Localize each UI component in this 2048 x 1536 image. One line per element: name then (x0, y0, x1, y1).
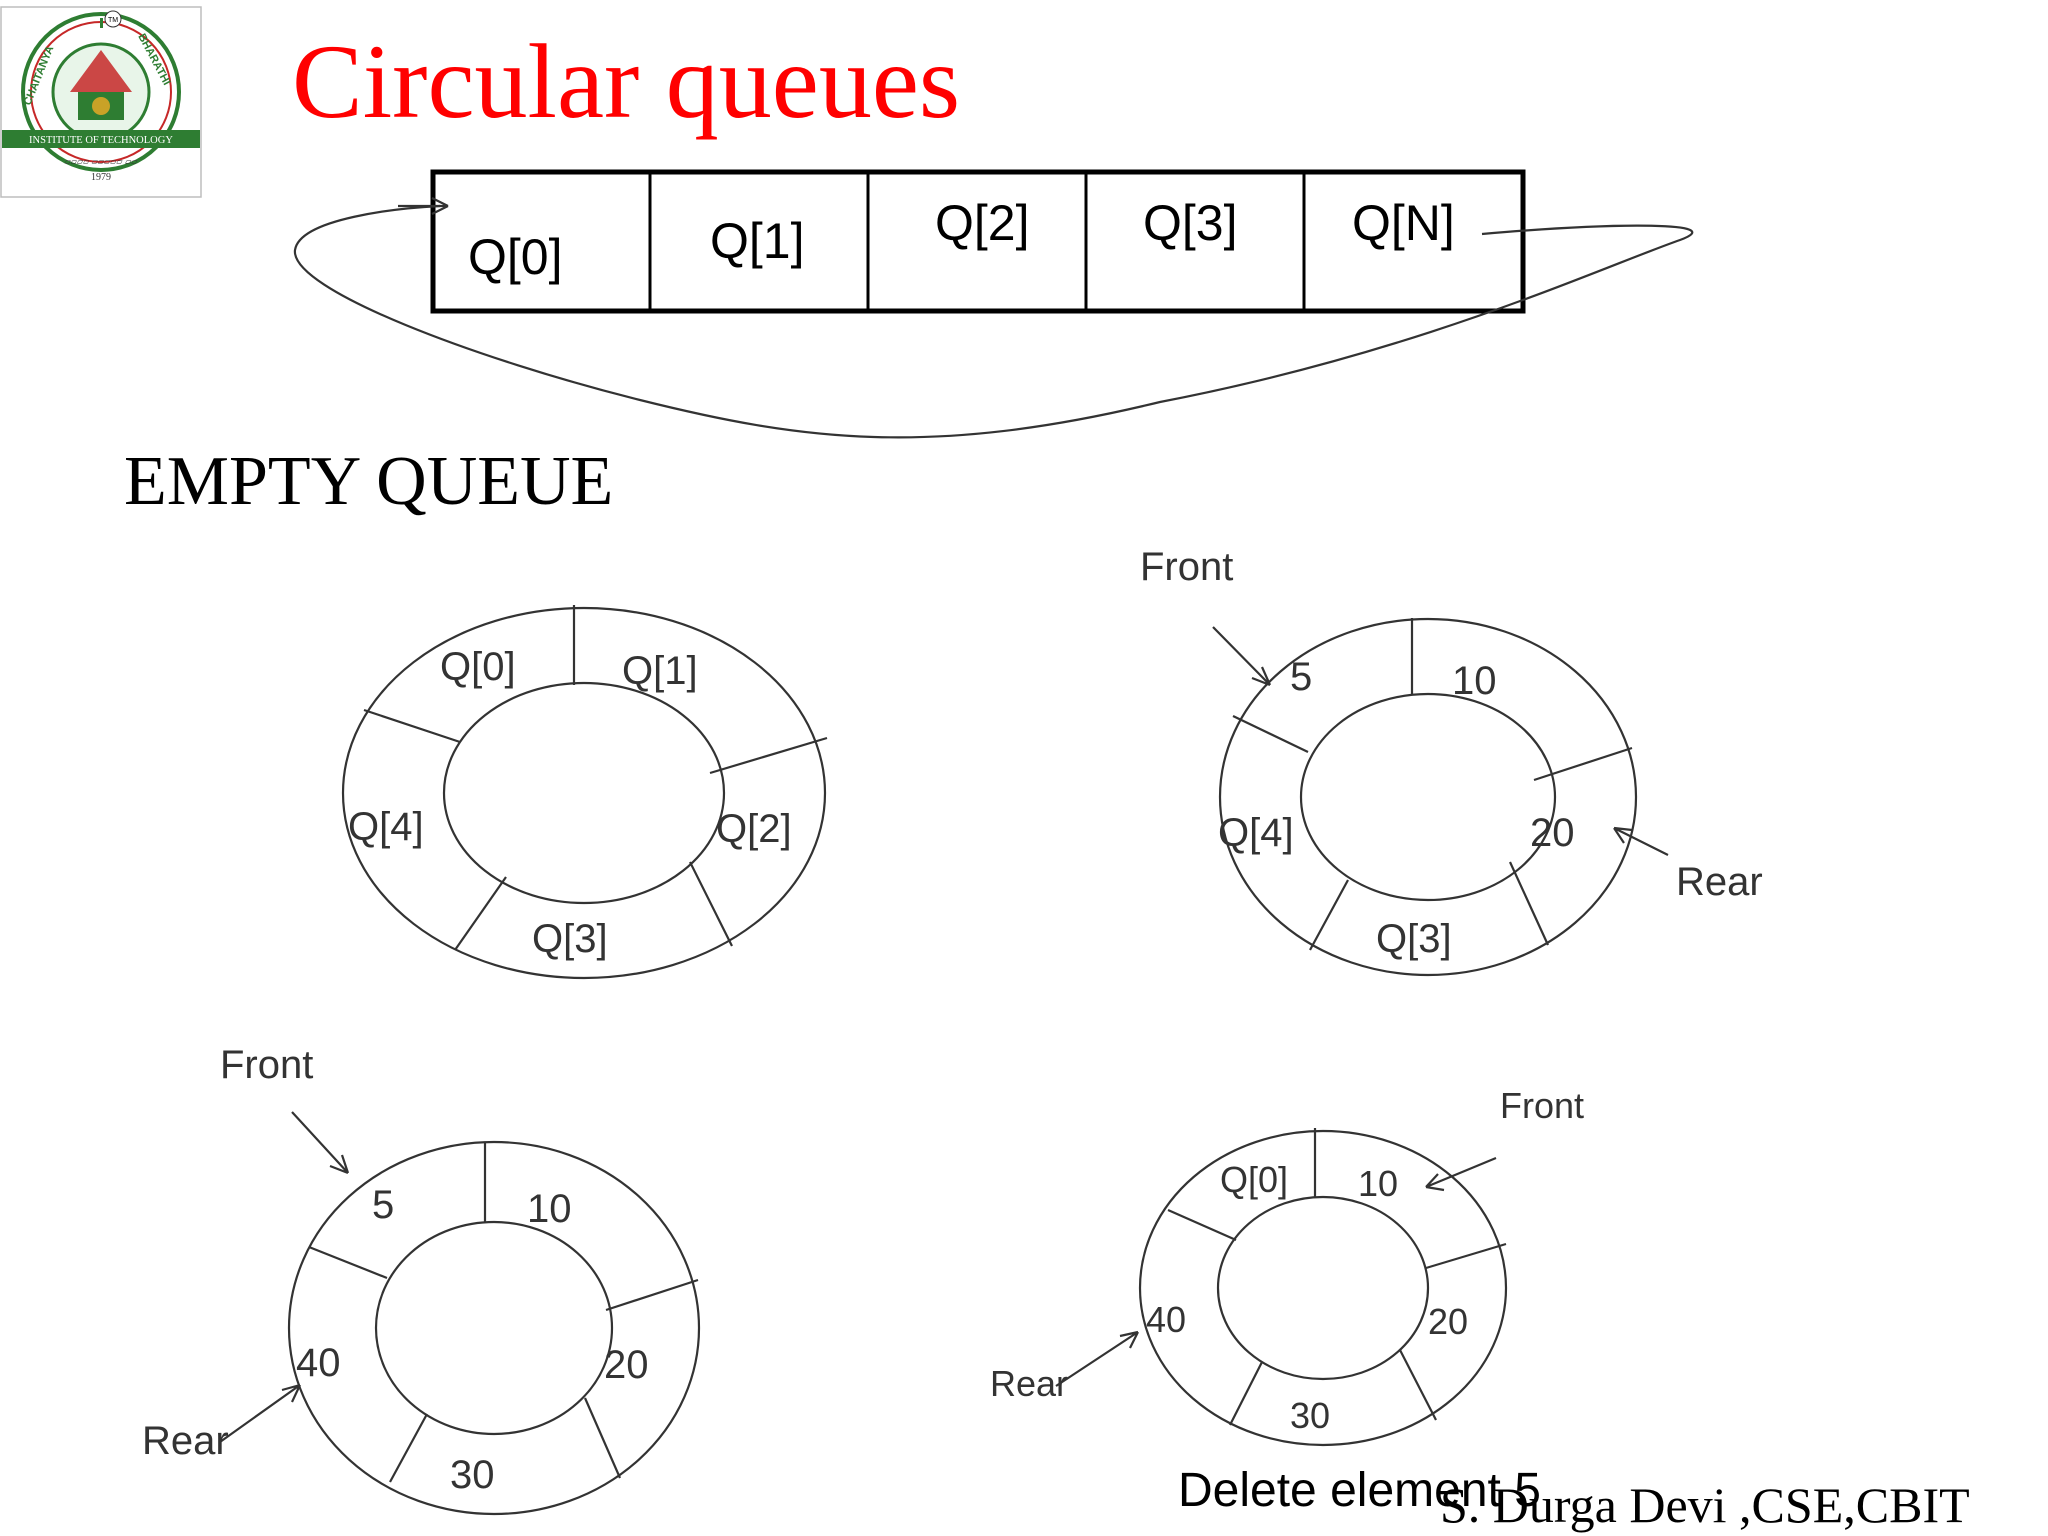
logo-script-line: ▱▱▱▱ ▱▱▱▱▱ ▱▱ (65, 157, 139, 166)
ring-slot-label: 20 (604, 1343, 649, 1387)
ring-slot-label: 10 (527, 1187, 572, 1231)
array-diagram: Q[0] Q[1] Q[2] Q[3] Q[N] (293, 169, 1694, 439)
array-cell-label: Q[0] (468, 229, 562, 285)
wraparound-arrowhead (398, 197, 449, 215)
logo-banner: INSTITUTE OF TECHNOLOGY (29, 135, 173, 146)
ring-slot-label: 10 (1358, 1163, 1398, 1204)
ring-slot-label: 40 (296, 1341, 341, 1385)
ring-slot-label: Q[3] (1376, 917, 1452, 961)
ring-partial-queue: 5 10 20 Q[3] Q[4] Front Rear (1140, 545, 1763, 977)
rear-pointer-label: Rear (990, 1363, 1068, 1404)
wraparound-loop (293, 204, 1694, 439)
ring-slot-label: Q[3] (532, 917, 608, 961)
ring-slot-label: 5 (372, 1183, 394, 1227)
rear-pointer-arrow (219, 1383, 301, 1443)
front-pointer-label: Front (1140, 545, 1233, 589)
front-pointer-label: Front (220, 1043, 313, 1087)
array-cell-label: Q[N] (1352, 195, 1455, 251)
ring-full-queue: 5 10 20 30 40 Front Rear (142, 1043, 701, 1516)
ring-slot-label: 30 (1290, 1395, 1330, 1436)
front-pointer-arrow (1212, 626, 1272, 687)
ring-slot-label: Q[4] (1218, 811, 1294, 855)
author-credit: S. Durga Devi ,CSE,CBIT (1440, 1477, 1970, 1533)
front-pointer-arrow (1425, 1156, 1497, 1192)
ring-slot-label: 20 (1530, 811, 1575, 855)
array-cell-label: Q[1] (710, 213, 804, 269)
ring-slot-label: Q[2] (716, 807, 792, 851)
ring-after-delete: Q[0] 10 20 30 40 Front Rear Delete eleme… (990, 1085, 1584, 1517)
ring-slot-label: 40 (1146, 1299, 1186, 1340)
ring-slot-label: Q[1] (622, 649, 698, 693)
slide-title: Circular queues (292, 23, 961, 140)
ring-slot-label: 5 (1290, 655, 1312, 699)
ring-slot-label: 20 (1428, 1301, 1468, 1342)
ring-slot-label: 10 (1452, 659, 1497, 703)
rear-pointer-arrow (1055, 1330, 1139, 1387)
ring-empty-queue: Q[0] Q[1] Q[2] Q[3] Q[4] (341, 605, 828, 980)
ring-slot-label: Q[0] (440, 645, 516, 689)
array-cell-label: Q[2] (935, 195, 1029, 251)
array-cell-label: Q[3] (1143, 195, 1237, 251)
rear-pointer-label: Rear (1676, 860, 1763, 904)
rear-pointer-label: Rear (142, 1419, 229, 1463)
ring-slot-label: 30 (450, 1453, 495, 1497)
delete-caption: Delete element 5 (1178, 1464, 1541, 1517)
ring-slot-label: Q[4] (348, 805, 424, 849)
ring-slot-label: Q[0] (1220, 1159, 1288, 1200)
logo-tm: TM (108, 17, 118, 24)
logo-year: 1979 (91, 172, 111, 183)
empty-queue-heading: EMPTY QUEUE (124, 443, 614, 520)
rear-pointer-arrow (1613, 826, 1669, 856)
array-outline (430, 169, 1526, 314)
college-logo: TM CHAITANYA BHARATHI INSTITUTE OF TECHN… (0, 6, 202, 198)
front-pointer-label: Front (1500, 1085, 1584, 1126)
front-pointer-arrow (291, 1111, 350, 1175)
